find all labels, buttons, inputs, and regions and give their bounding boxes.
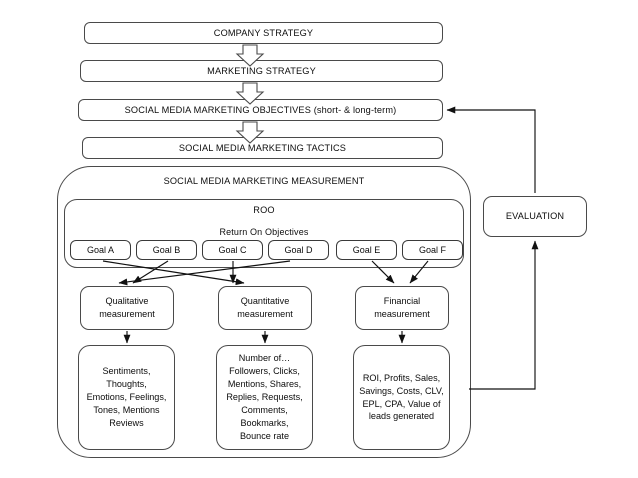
detail-line: Sentiments, (102, 366, 151, 377)
box-evaluation[interactable]: EVALUATION (483, 196, 587, 237)
smm-measurement-label: SOCIAL MEDIA MARKETING MEASUREMENT (163, 176, 365, 186)
detail-line: Followers, Clicks, (229, 366, 300, 377)
goal-box-c[interactable]: Goal C (202, 240, 263, 260)
detail-line: Tones, Mentions (93, 404, 160, 415)
detail-line: Bounce rate (239, 430, 290, 441)
goal-box-f[interactable]: Goal F (402, 240, 463, 260)
measurement-line1: Quantitative (240, 295, 290, 306)
measurement-line2: measurement (99, 309, 155, 319)
detail-box-quantitative[interactable]: Number of… Followers, Clicks, Mentions, … (216, 345, 313, 450)
detail-line: Number of… (238, 353, 291, 364)
detail-box-financial[interactable]: ROI, Profits, Sales, Savings, Costs, CLV… (353, 345, 450, 450)
measurement-box-financial[interactable]: Financial measurement (355, 286, 449, 330)
goal-box-e[interactable]: Goal E (336, 240, 397, 260)
arrow-financial-detail-to-evaluation (469, 240, 539, 390)
measurement-line1: Financial (383, 295, 421, 306)
measurement-box-quantitative[interactable]: Quantitative measurement (218, 286, 312, 330)
goal-box-b[interactable]: Goal B (136, 240, 197, 260)
goal-box-a[interactable]: Goal A (70, 240, 131, 260)
detail-line: Mentions, Shares, (227, 379, 302, 390)
roo-acronym: ROO (253, 205, 275, 215)
detail-line: Savings, Costs, CLV, (359, 385, 444, 396)
roo-expansion: Return On Objectives (219, 227, 309, 237)
detail-line: leads generated (368, 411, 435, 422)
measurement-line1: Qualitative (105, 295, 149, 306)
goal-box-d[interactable]: Goal D (268, 240, 329, 260)
measurement-box-qualitative[interactable]: Qualitative measurement (80, 286, 174, 330)
box-company-strategy[interactable]: COMPANY STRATEGY (84, 22, 443, 44)
measurement-line2: measurement (374, 309, 430, 319)
measurement-line2: measurement (237, 309, 293, 319)
detail-line: EPL, CPA, Value of (362, 398, 441, 409)
detail-line: ROI, Profits, Sales, (362, 372, 441, 383)
detail-line: Emotions, Feelings, (86, 392, 167, 403)
detail-line: Replies, Requests, (226, 392, 303, 403)
detail-line: Thoughts, (106, 379, 147, 390)
detail-line: Bookmarks, (240, 417, 289, 428)
box-marketing-strategy[interactable]: MARKETING STRATEGY (80, 60, 443, 82)
box-smm-tactics[interactable]: SOCIAL MEDIA MARKETING TACTICS (82, 137, 443, 159)
detail-box-qualitative[interactable]: Sentiments, Thoughts, Emotions, Feelings… (78, 345, 175, 450)
detail-line: Comments, (241, 404, 288, 415)
box-smm-objectives[interactable]: SOCIAL MEDIA MARKETING OBJECTIVES (short… (78, 99, 443, 121)
detail-line: Reviews (109, 417, 144, 428)
